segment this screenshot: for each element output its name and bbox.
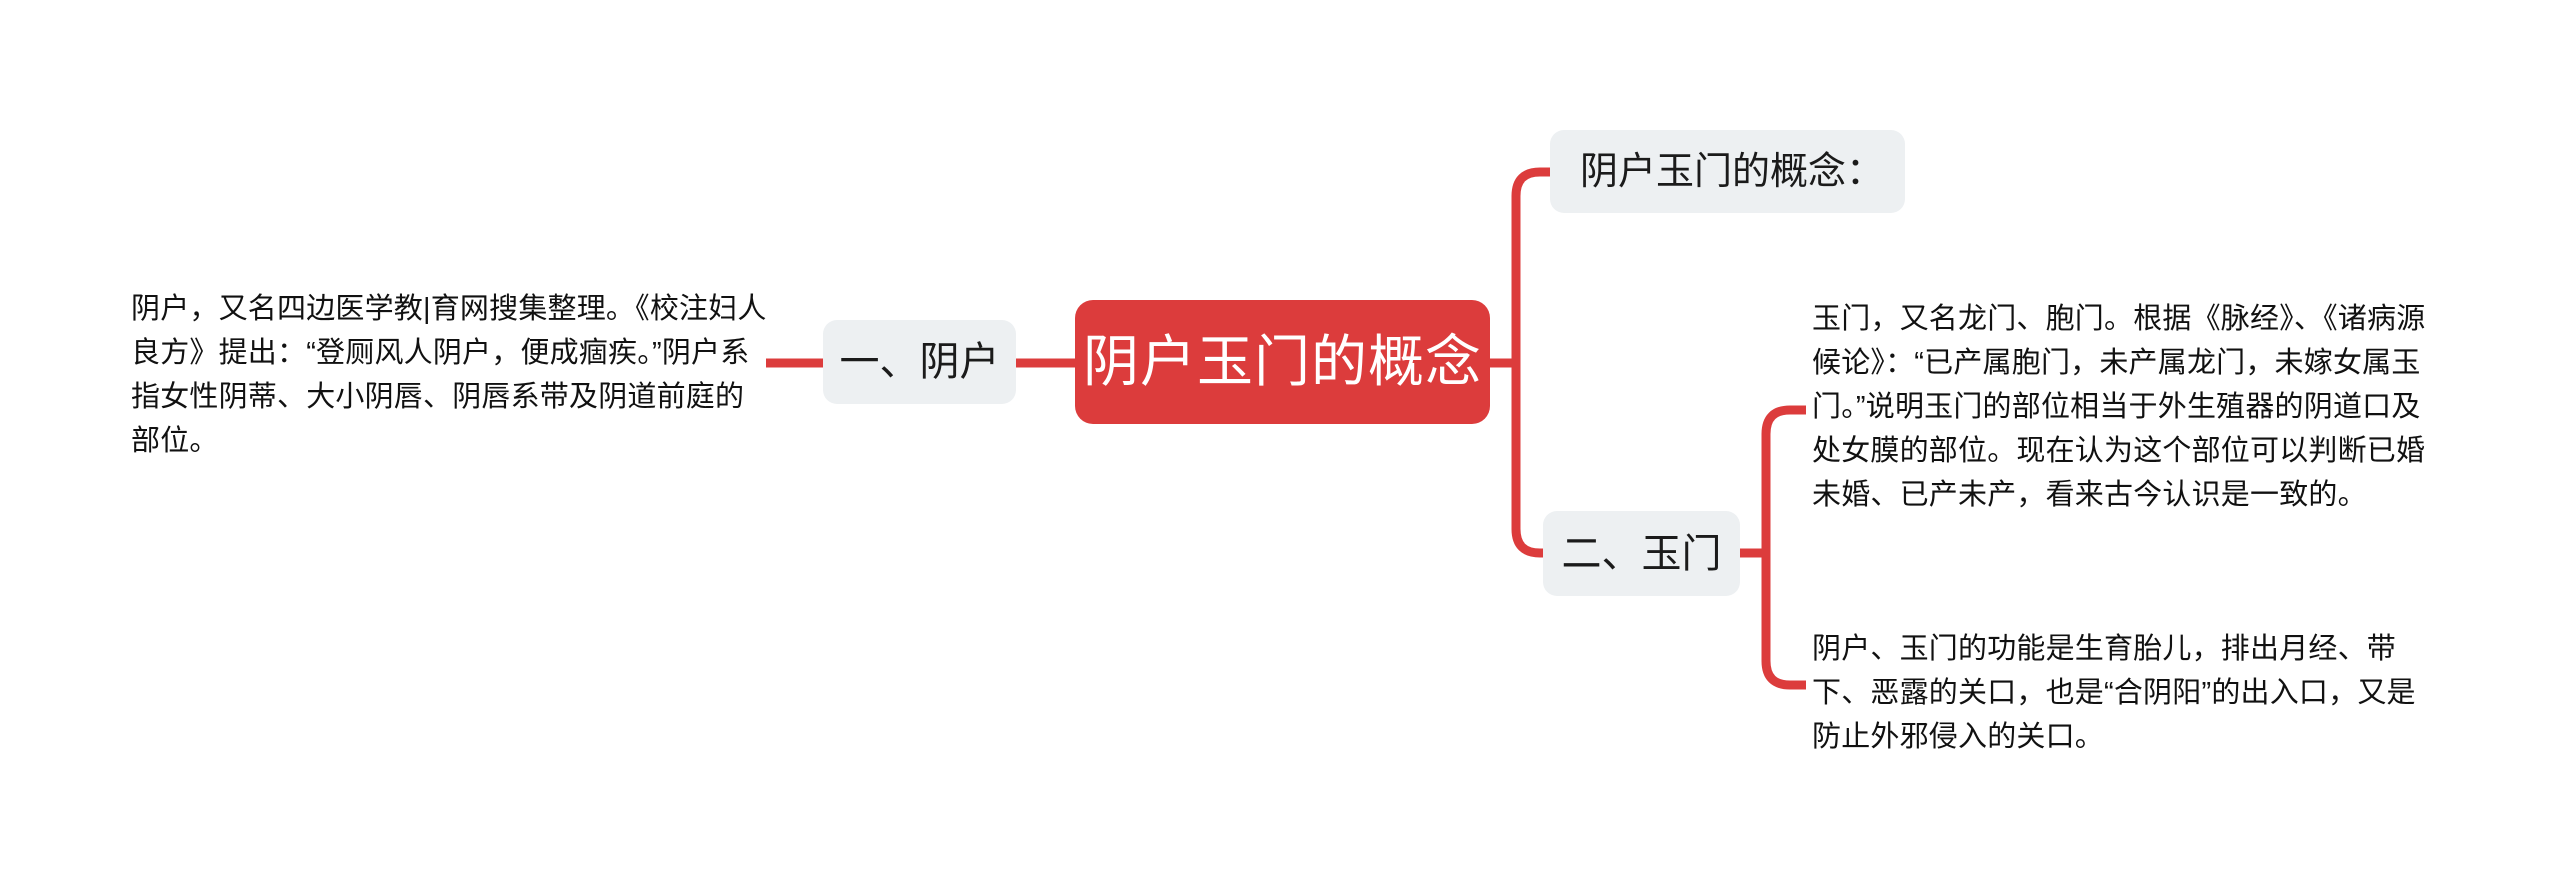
branch-node-yinhu-label: 一、阴户 (839, 340, 1000, 384)
root-node-label: 阴户玉门的概念 (1083, 330, 1482, 393)
branch-node-concept[interactable]: 阴户玉门的概念： (1550, 130, 1905, 213)
root-node[interactable]: 阴户玉门的概念 (1075, 300, 1490, 424)
branch-node-concept-label: 阴户玉门的概念： (1580, 150, 1885, 193)
branch-node-yinhu[interactable]: 一、阴户 (823, 320, 1016, 404)
detail-text-yinhu: 阴户，又名四边医学教|育网搜集整理。《校注妇人良方》提出：“登厕风人阴户，便成痼… (131, 293, 767, 457)
connector-detailspine-lower (1761, 553, 1806, 690)
detail-text-yumen-function: 阴户、玉门的功能是生育胎儿，排出月经、带下、恶露的关口，也是“合阴阳”的出入口，… (1812, 633, 2416, 753)
detail-text-yumen-definition: 玉门，又名龙门、胞门。根据《脉经》、《诸病源候论》：“已产属胞门，未产属龙门，未… (1812, 303, 2426, 511)
connector-detailspine-upper (1761, 405, 1806, 553)
branch-node-yumen[interactable]: 二、玉门 (1543, 511, 1740, 596)
branch-node-yumen-label: 二、玉门 (1561, 531, 1722, 576)
